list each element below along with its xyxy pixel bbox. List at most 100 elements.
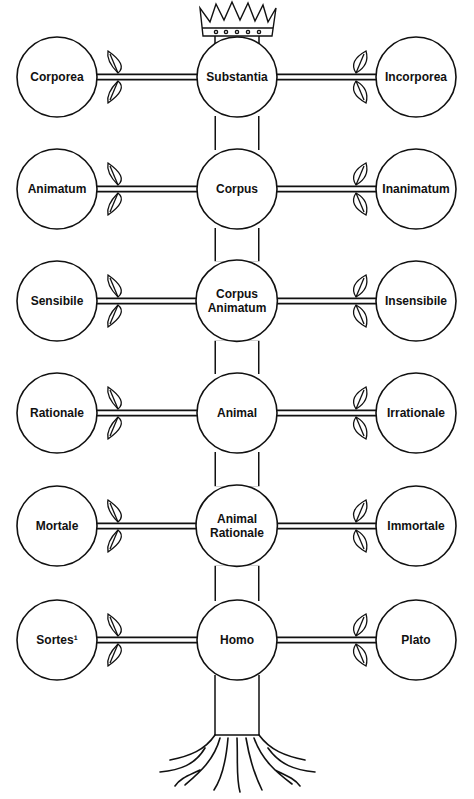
node-label: Sensibile — [31, 294, 84, 308]
roots — [160, 735, 315, 792]
branch-outline — [96, 74, 198, 81]
branch-fill — [276, 187, 377, 191]
leaf-vein — [356, 54, 364, 73]
branch-connector — [96, 640, 198, 641]
circle-node: Substantia — [196, 36, 278, 118]
branch-connector — [276, 413, 377, 414]
branch-fill — [96, 75, 198, 79]
branch-fill — [276, 638, 377, 642]
node-label: Plato — [401, 633, 430, 647]
leaf — [354, 530, 367, 552]
leaf-vein — [356, 503, 364, 522]
leaf-vein — [356, 166, 364, 185]
leaf-vein — [356, 390, 364, 409]
leaf — [354, 305, 367, 327]
leaf-vein — [110, 193, 118, 212]
branch-outline — [96, 297, 197, 304]
branch-fill — [216, 228, 258, 261]
circle-node: Sortes¹ — [16, 599, 98, 681]
circle-border — [17, 261, 97, 341]
circle-node: Inanimatum — [375, 148, 457, 230]
branch-connector — [277, 525, 377, 526]
circle-node: Immortale — [375, 485, 457, 567]
branch-outline — [96, 186, 198, 193]
circle-border — [376, 261, 456, 341]
branch-outline — [96, 410, 198, 417]
branch-outline — [276, 410, 377, 417]
leaf-vein — [356, 81, 364, 100]
branch-fill — [96, 411, 198, 415]
leaf — [354, 51, 367, 73]
branch-outline — [214, 341, 259, 374]
leaf-vein — [356, 305, 364, 324]
branch-connector — [236, 341, 237, 374]
branch-fill — [96, 638, 198, 642]
leaves — [108, 51, 367, 666]
branch-connector — [96, 77, 198, 78]
circle-node: Animal Rationale — [195, 484, 278, 567]
branch-fill — [96, 187, 198, 191]
leaf — [108, 163, 122, 185]
leaf-vein — [110, 617, 118, 636]
crown — [200, 2, 276, 36]
leaf — [108, 387, 122, 409]
leaf — [354, 417, 367, 439]
leaf-vein — [110, 417, 118, 436]
circle-node: Mortale — [16, 485, 98, 567]
leaf-vein — [110, 530, 118, 549]
branch-outline — [214, 452, 259, 486]
circle-node: Sensibile — [16, 260, 98, 342]
circle-border — [17, 149, 97, 229]
branch-fill — [277, 299, 377, 303]
branch-connector — [236, 452, 237, 486]
circle-border — [376, 600, 456, 680]
node-label: Inanimatum — [382, 182, 449, 196]
leaf — [108, 81, 122, 103]
leaf-vein — [110, 166, 118, 185]
branch-connector — [236, 566, 237, 601]
node-label: Corpus Animatum — [202, 287, 272, 315]
branch-outline — [277, 522, 377, 529]
branch-fill — [277, 524, 377, 528]
circle-node: Irrationale — [375, 372, 457, 454]
leaf-vein — [356, 417, 364, 436]
circle-node: Corporea — [16, 36, 98, 118]
node-label: Corpus — [216, 182, 258, 196]
node-label: Irrationale — [387, 406, 445, 420]
branch-fill — [96, 299, 197, 303]
circle-border — [376, 149, 456, 229]
circle-node: Incorporea — [375, 36, 457, 118]
leaf — [108, 51, 122, 73]
circle-border — [197, 373, 277, 453]
branch-fill — [276, 75, 377, 79]
leaf — [108, 193, 122, 215]
leaf-vein — [356, 278, 364, 297]
circle-border — [17, 37, 97, 117]
leaf — [354, 81, 367, 103]
node-label: Incorporea — [385, 70, 447, 84]
circle-border — [196, 485, 277, 566]
branch-outline — [276, 186, 377, 193]
branch-fill — [216, 452, 258, 486]
branch-outline — [276, 637, 377, 644]
branch-outline — [96, 522, 197, 529]
node-label: Corporea — [30, 70, 83, 84]
circle-node: Rationale — [16, 372, 98, 454]
leaf-vein — [110, 644, 118, 663]
circle-node: Corpus Animatum — [195, 259, 278, 342]
circle-node: Insensibile — [375, 260, 457, 342]
leaf-vein — [110, 54, 118, 73]
node-label: Animal — [217, 406, 257, 420]
leaf-vein — [356, 193, 364, 212]
circle-border — [17, 600, 97, 680]
circle-border — [376, 486, 456, 566]
leaf — [354, 500, 367, 522]
node-label: Immortale — [387, 519, 444, 533]
node-label: Rationale — [30, 406, 84, 420]
branch-outline — [214, 228, 259, 261]
branch-fill — [216, 341, 258, 374]
circle-node: Homo — [196, 599, 278, 681]
circle-border — [197, 149, 277, 229]
node-label: Insensibile — [385, 294, 447, 308]
